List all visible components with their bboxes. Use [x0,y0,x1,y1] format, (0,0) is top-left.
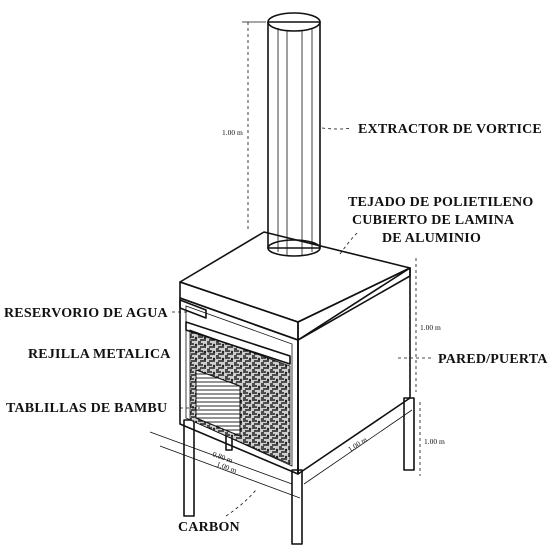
chimney [267,12,321,257]
water-reservoir [179,299,207,319]
chimney-base [267,239,321,257]
chimney-tube [267,21,321,249]
roof [179,231,411,341]
label-roof-line1: TEJADO DE POLIETILENO [348,195,533,210]
roof-top [179,231,411,323]
label-extractor: EXTRACTOR DE VORTICE [358,122,542,137]
dim-line-depth [303,409,413,485]
dim-line-front-outer [159,445,301,499]
front-opening [185,305,293,467]
roof-side-skirt [297,267,411,341]
label-reservoir: RESERVORIO DE AGUA [4,306,169,321]
label-roof-line2: CUBIERTO DE LAMINA [352,213,515,228]
dryer-body [179,267,411,475]
label-roof-line3: DE ALUMINIO [382,231,481,246]
dim-wall-height: 1.00 m [420,323,441,332]
roof-front-skirt [179,281,299,341]
chimney-top-rim [267,12,321,32]
label-bamboo: TABLILLAS DE BAMBU [6,401,167,416]
dim-line-front-inner [149,431,293,485]
dim-leg-height: 1.00 m [424,437,445,446]
leader-extractor [321,127,353,130]
dim-front-outer: 1.00 m [215,459,238,475]
dimension-lines [149,21,421,499]
leg-back-right [403,397,415,471]
label-wall-door: PARED/PUERTA [438,352,548,367]
leg-front-left [183,419,195,517]
bamboo-slats [195,369,241,437]
label-charcoal: CARBON [178,520,240,535]
dim-chimney-height: 1.00 m [222,128,243,137]
metal-grate-bar [185,321,291,365]
leader-roof [339,231,359,255]
dim-side-depth: 1.00 m [346,435,369,454]
leader-lines [172,127,432,517]
leg-front-right [291,469,303,545]
label-grate: REJILLA METALICA [28,347,171,362]
leader-charcoal [225,489,257,517]
labels: EXTRACTOR DE VORTICE TEJADO DE POLIETILE… [4,122,548,535]
legs [183,397,415,545]
